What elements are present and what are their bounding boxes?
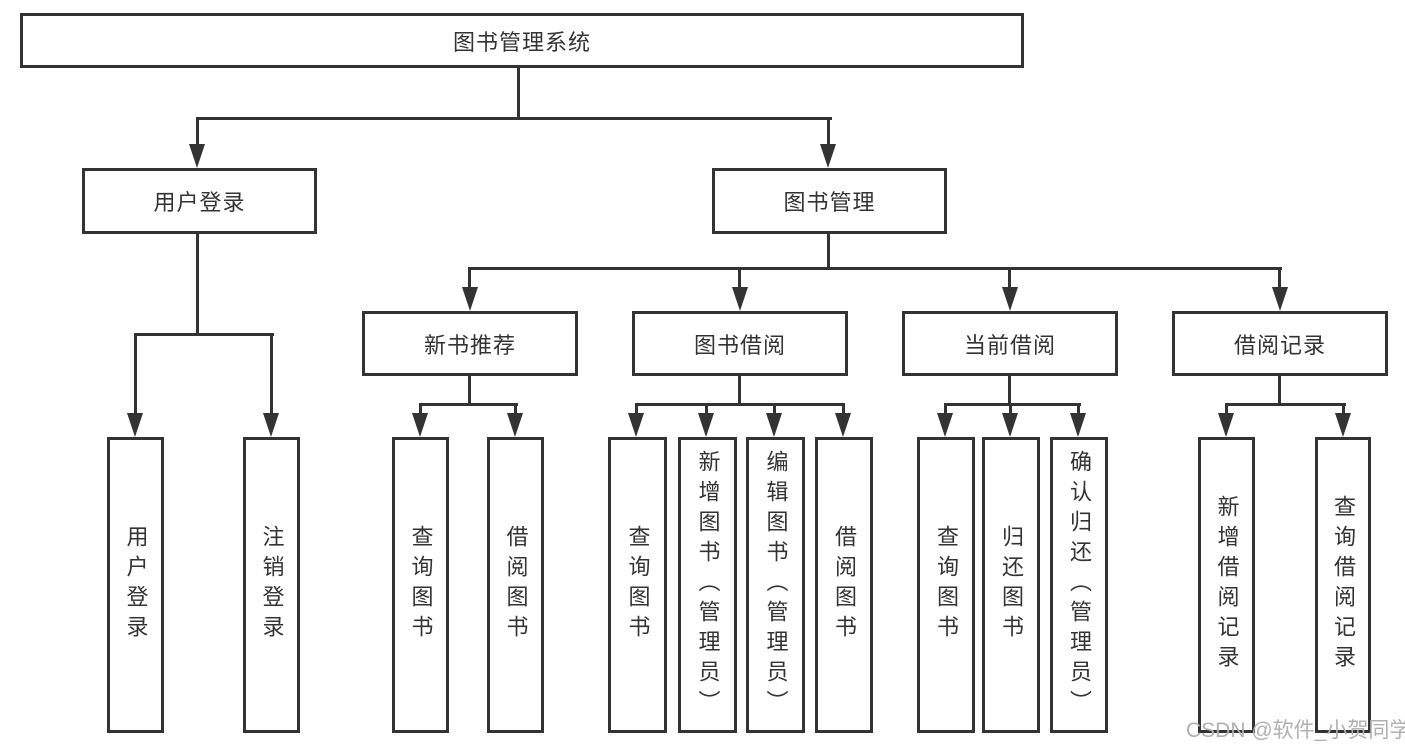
node-current-borrow-label: 当前借阅: [963, 332, 1056, 358]
connector-line: [196, 117, 199, 148]
connector-line: [1008, 267, 1011, 289]
leaf-return-book: 归还图书: [982, 437, 1040, 733]
arrowhead-icon: [628, 413, 644, 437]
arrowhead-icon: [1272, 287, 1288, 311]
arrowhead-icon: [732, 287, 748, 311]
arrowhead-icon: [1218, 413, 1234, 437]
connector-line: [1009, 403, 1012, 415]
node-current-borrow: 当前借阅: [902, 311, 1118, 376]
connector-line: [419, 403, 518, 406]
leaf-confirm-return-admin-label: 确认归还（管理员）: [1067, 450, 1092, 720]
connector-line: [514, 403, 517, 415]
leaf-query-borrow-record-label: 查询借阅记录: [1331, 495, 1356, 675]
connector-line: [1278, 376, 1281, 406]
leaf-query-book-1: 查询图书: [392, 437, 449, 733]
leaf-edit-book-admin-label: 编辑图书（管理员）: [763, 450, 789, 720]
arrowhead-icon: [1070, 413, 1086, 437]
leaf-add-borrow-record-label: 新增借阅记录: [1214, 495, 1240, 675]
connector-line: [517, 66, 520, 119]
leaf-logout-label: 注销登录: [259, 525, 285, 645]
arrowhead-icon: [127, 413, 143, 437]
leaf-query-book-2: 查询图书: [608, 437, 667, 733]
leaf-edit-book-admin: 编辑图书（管理员）: [746, 437, 805, 733]
leaf-query-borrow-record: 查询借阅记录: [1315, 437, 1371, 733]
connector-line: [635, 403, 845, 406]
node-new-book-recommend-label: 新书推荐: [423, 332, 516, 358]
connector-line: [134, 333, 137, 413]
arrowhead-icon: [507, 413, 523, 437]
node-user-login-label: 用户登录: [153, 190, 246, 215]
arrowhead-icon: [1002, 413, 1018, 437]
arrowhead-icon: [820, 144, 836, 168]
connector-line: [196, 117, 832, 120]
arrowhead-icon: [412, 413, 428, 437]
arrowhead-icon: [766, 413, 782, 437]
connector-line: [1225, 403, 1346, 406]
node-root-label: 图书管理系统: [452, 29, 591, 55]
node-user-login: 用户登录: [82, 168, 317, 234]
connector-line: [270, 333, 273, 413]
arrowhead-icon: [1002, 287, 1018, 311]
connector-line: [827, 117, 830, 148]
leaf-confirm-return-admin: 确认归还（管理员）: [1050, 437, 1108, 733]
arrowhead-icon: [835, 413, 851, 437]
connector-line: [827, 234, 830, 270]
node-book-management: 图书管理: [712, 168, 947, 234]
leaf-add-book-admin-label: 新增图书（管理员）: [695, 450, 721, 720]
connector-line: [196, 234, 199, 334]
connector-line: [1342, 403, 1345, 415]
node-borrow-record: 借阅记录: [1172, 311, 1388, 376]
leaf-query-book-1-label: 查询图书: [408, 525, 434, 645]
node-book-management-label: 图书管理: [783, 190, 876, 215]
leaf-query-book-3: 查询图书: [917, 437, 975, 733]
csdn-watermark: CSDN @软件_小贺同学: [1186, 719, 1405, 742]
node-borrow-record-label: 借阅记录: [1233, 332, 1326, 358]
arrowhead-icon: [462, 287, 478, 311]
leaf-logout: 注销登录: [243, 437, 300, 733]
connector-line: [773, 403, 776, 415]
connector-line: [134, 333, 274, 336]
arrowhead-icon: [698, 413, 714, 437]
connector-line: [842, 403, 845, 415]
leaf-user-login: 用户登录: [107, 437, 164, 733]
connector-line: [738, 376, 741, 406]
connector-line: [944, 403, 947, 415]
leaf-user-login-label: 用户登录: [123, 525, 149, 645]
node-new-book-recommend: 新书推荐: [362, 311, 578, 376]
arrowhead-icon: [937, 413, 953, 437]
leaf-query-book-2-label: 查询图书: [625, 525, 651, 645]
connector-line: [419, 403, 422, 415]
connector-line: [635, 403, 638, 415]
arrowhead-icon: [189, 144, 205, 168]
connector-line: [738, 267, 741, 289]
leaf-borrow-book-1: 借阅图书: [487, 437, 544, 733]
connector-line: [468, 376, 471, 406]
connector-line: [1225, 403, 1228, 415]
leaf-add-book-admin: 新增图书（管理员）: [678, 437, 737, 733]
leaf-return-book-label: 归还图书: [999, 525, 1024, 645]
connector-line: [1278, 267, 1281, 289]
leaf-query-book-3-label: 查询图书: [934, 525, 959, 645]
connector-line: [1008, 376, 1011, 406]
connector-line: [705, 403, 708, 415]
connector-line: [468, 267, 471, 289]
leaf-add-borrow-record: 新增借阅记录: [1198, 437, 1255, 733]
arrowhead-icon: [1335, 413, 1351, 437]
leaf-borrow-book-1-label: 借阅图书: [503, 525, 529, 645]
leaf-borrow-book-2-label: 借阅图书: [832, 525, 857, 645]
arrowhead-icon: [263, 413, 279, 437]
connector-line: [1077, 403, 1080, 415]
node-root: 图书管理系统: [20, 13, 1024, 68]
connector-line: [944, 403, 1081, 406]
node-book-borrow-label: 图书借阅: [693, 332, 786, 358]
leaf-borrow-book-2: 借阅图书: [815, 437, 873, 733]
node-book-borrow: 图书借阅: [632, 311, 848, 376]
connector-line: [469, 267, 1282, 270]
